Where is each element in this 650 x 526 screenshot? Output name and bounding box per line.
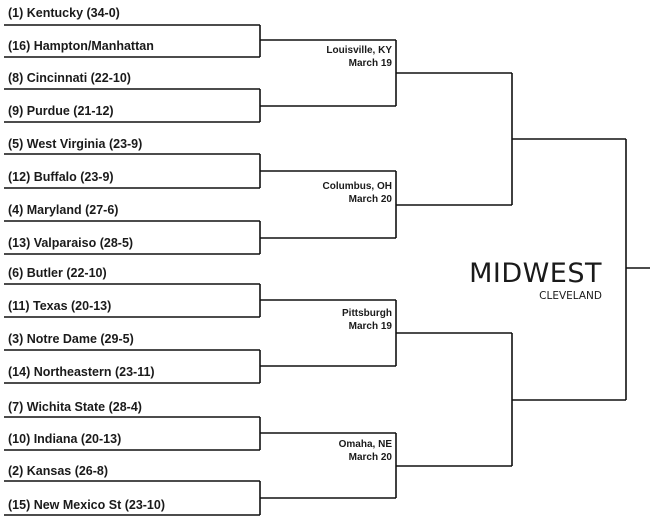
- team-9: (6) Butler (22-10): [8, 266, 107, 280]
- team-16: (15) New Mexico St (23-10): [8, 498, 165, 512]
- team-1: (1) Kentucky (34-0): [8, 6, 120, 20]
- team-14: (10) Indiana (20-13): [8, 432, 121, 446]
- site-3-date: March 19: [349, 321, 393, 332]
- site-3-city: Pittsburgh: [342, 308, 392, 319]
- team-labels: (1) Kentucky (34-0) (16) Hampton/Manhatt…: [8, 6, 165, 512]
- team-2: (16) Hampton/Manhattan: [8, 39, 154, 53]
- team-10: (11) Texas (20-13): [8, 299, 111, 313]
- team-4: (9) Purdue (21-12): [8, 104, 114, 118]
- site-4-city: Omaha, NE: [339, 439, 393, 450]
- team-8: (13) Valparaiso (28-5): [8, 236, 133, 250]
- site-4-date: March 20: [349, 452, 393, 463]
- team-6: (12) Buffalo (23-9): [8, 170, 114, 184]
- site-1-date: March 19: [349, 58, 393, 69]
- bracket-lines: [4, 24, 650, 516]
- site-labels: Louisville, KY March 19 Columbus, OH Mar…: [323, 45, 393, 463]
- team-3: (8) Cincinnati (22-10): [8, 71, 131, 85]
- region-label: MIDWEST CLEVELAND: [469, 258, 602, 302]
- region-city: CLEVELAND: [539, 290, 602, 302]
- team-12: (14) Northeastern (23-11): [8, 365, 155, 379]
- team-15: (2) Kansas (26-8): [8, 464, 108, 478]
- site-1-city: Louisville, KY: [326, 45, 392, 56]
- region-name: MIDWEST: [469, 258, 602, 289]
- site-2-date: March 20: [349, 194, 393, 205]
- site-2-city: Columbus, OH: [323, 181, 392, 192]
- team-11: (3) Notre Dame (29-5): [8, 332, 134, 346]
- team-13: (7) Wichita State (28-4): [8, 400, 142, 414]
- team-5: (5) West Virginia (23-9): [8, 137, 142, 151]
- team-7: (4) Maryland (27-6): [8, 203, 118, 217]
